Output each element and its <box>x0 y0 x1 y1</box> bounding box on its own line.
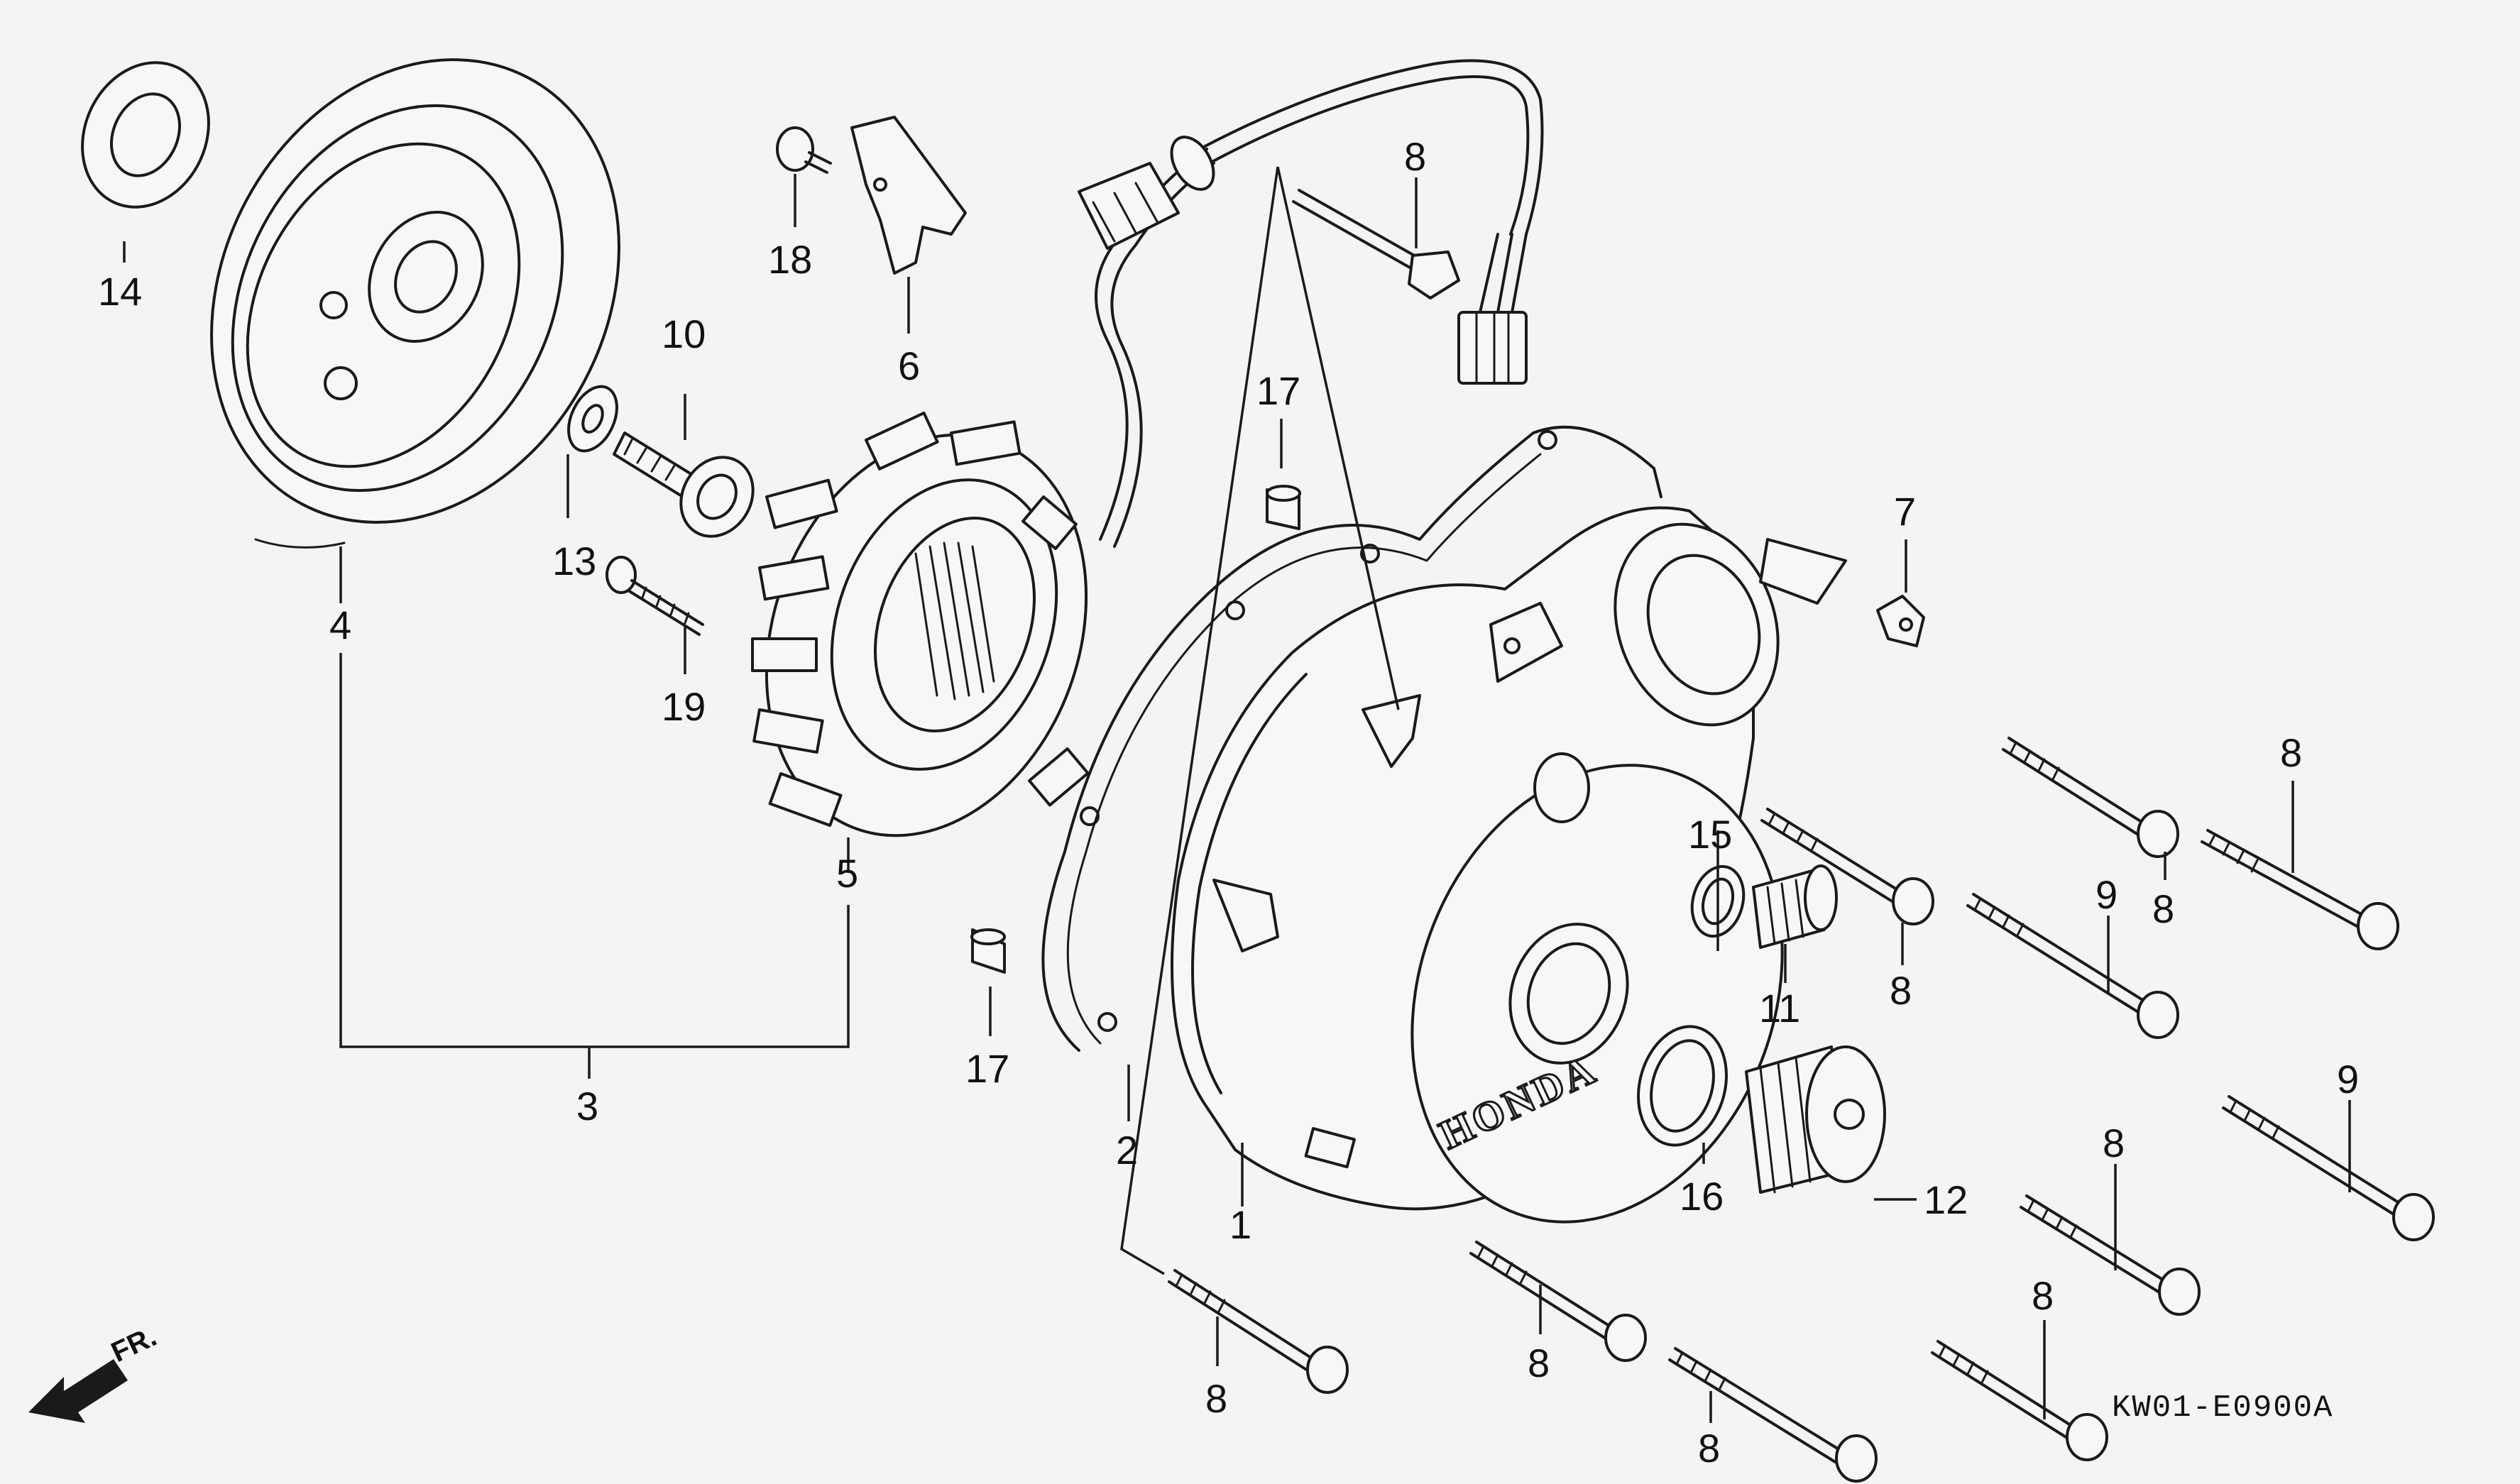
part-7-clamp <box>1876 595 1925 647</box>
label-7: 7 <box>1894 489 1916 534</box>
bolt-8-right-b <box>2201 829 2399 950</box>
label-1: 1 <box>1229 1202 1251 1247</box>
label-17-lower: 17 <box>965 1046 1009 1091</box>
bolt-8-lower-right <box>2020 1194 2201 1316</box>
bolt-8-bottom-center <box>1469 1241 1647 1362</box>
bolt-8-top <box>1292 189 1460 299</box>
part-14-oil-seal <box>81 61 210 209</box>
label-2: 2 <box>1116 1128 1138 1172</box>
label-19: 19 <box>662 684 706 729</box>
part-17-dowel-lower <box>970 928 1006 974</box>
bolt-8-right-a <box>2002 737 2179 858</box>
callout-lines <box>123 166 2351 1423</box>
part-19-screw <box>606 556 704 636</box>
label-6: 6 <box>898 343 920 388</box>
label-17-upper: 17 <box>1256 368 1300 413</box>
part-13-washer <box>567 385 618 453</box>
label-8-bottom-mid: 8 <box>1698 1426 1720 1471</box>
label-8-mid: 8 <box>1890 968 1912 1013</box>
diagram-code: KW01-E0900A <box>2112 1390 2333 1426</box>
label-8-lower-right: 8 <box>2103 1121 2125 1165</box>
wire-harness <box>1078 59 1544 548</box>
part-11-plug <box>1752 864 1838 949</box>
bolt-8-bottom-left <box>1168 1269 1349 1394</box>
part-5-stator <box>751 411 1090 837</box>
bolt-8-mid <box>1760 808 1934 925</box>
label-11: 11 <box>1759 986 1800 1030</box>
label-9-b: 9 <box>2337 1057 2359 1101</box>
bolt-9-a <box>1966 893 2179 1039</box>
label-8-far-right: 8 <box>2280 730 2302 775</box>
label-8-bottom-center: 8 <box>1528 1341 1550 1385</box>
part-6-plate <box>850 116 967 275</box>
label-8-top: 8 <box>1404 134 1426 179</box>
label-16: 16 <box>1680 1174 1724 1219</box>
label-8-bottom-right: 8 <box>2032 1273 2054 1318</box>
label-8-right: 8 <box>2152 886 2174 931</box>
part-18-bolt <box>776 126 832 174</box>
bolt-8-bottom-mid <box>1668 1347 1878 1483</box>
label-14: 14 <box>98 269 142 314</box>
part-2-gasket <box>1041 425 1662 1052</box>
label-13: 13 <box>552 539 596 583</box>
label-15: 15 <box>1688 812 1732 857</box>
label-5: 5 <box>836 851 858 896</box>
bolt-8-bottom-right <box>1931 1340 2108 1461</box>
label-12: 12 <box>1924 1177 1968 1222</box>
label-9-a: 9 <box>2096 872 2118 917</box>
label-3: 3 <box>576 1084 598 1128</box>
part-1-left-crankcase-cover: HONDA <box>1171 506 1847 1224</box>
part-10-bolt <box>613 432 755 538</box>
part-4-flywheel <box>210 58 620 549</box>
label-4: 4 <box>329 603 351 647</box>
front-direction-arrow: FR. <box>28 1321 161 1423</box>
label-18: 18 <box>768 237 812 282</box>
label-8-bottom-left: 8 <box>1205 1376 1227 1421</box>
label-10: 10 <box>662 312 706 356</box>
part-17-dowel-upper <box>1266 485 1301 530</box>
bolt-9-b <box>2222 1095 2435 1241</box>
part-16-o-ring <box>1637 1025 1728 1147</box>
callout-labels: 14 4 3 13 10 19 18 6 5 17 17 8 7 8 8 15 … <box>98 134 2359 1471</box>
part-12-plug <box>1745 1045 1886 1194</box>
